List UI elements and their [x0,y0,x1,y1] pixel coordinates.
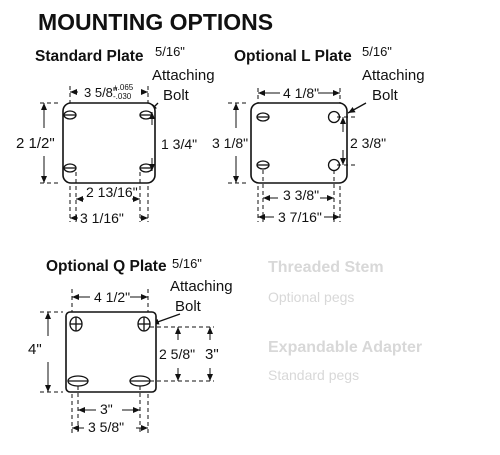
l-bolt-line1: Attaching [362,67,425,84]
faded-text-line: Optional pegs [268,289,354,305]
standard-plate-label: Standard Plate [35,48,144,65]
l-plate-label: Optional L Plate [234,48,352,65]
l-plate-outline [250,102,348,184]
standard-tol-minus: -.030 [113,92,132,101]
standard-right-dim: 1 3/4" [161,136,197,152]
faded-background-text: Threaded Stem Optional pegs Expandable A… [268,259,422,383]
standard-plate-diagram: Standard Plate 5/16" Attaching Bolt 3 5/… [16,44,215,226]
q-plate-outline [65,311,157,393]
q-bottom-outer-dim: 3 5/8" [88,419,124,435]
q-plate-label: Optional Q Plate [46,258,167,275]
l-top-dim: 4 1/8" [283,85,319,101]
standard-bottom-outer-dim: 3 1/16" [80,210,124,226]
standard-bottom-inner-dim: 2 13/16" [86,184,138,200]
l-bolt-size: 5/16" [362,44,392,59]
standard-top-dim: 3 5/8" [84,85,118,100]
q-bolt-line2: Bolt [175,298,202,315]
standard-plate-outline [62,102,156,184]
optional-l-plate-diagram: Optional L Plate 5/16" Attaching Bolt 4 … [212,44,425,225]
q-bolt-line1: Attaching [170,278,233,295]
l-right-dim: 2 3/8" [350,135,386,151]
faded-text-line: Threaded Stem [268,259,384,276]
q-inner-dim: 2 5/8" [159,346,195,362]
standard-bolt-size: 5/16" [155,44,185,59]
l-bolt-slot [256,160,270,170]
q-top-dim: 4 1/2" [94,289,130,305]
q-bolt-slot [69,316,83,332]
faded-text-line: Standard pegs [268,367,359,383]
l-left-dim: 3 1/8" [212,135,248,151]
q-bolt-size: 5/16" [172,256,202,271]
q-left-dim: 4" [28,341,42,358]
standard-bolt-slot [63,110,77,120]
q-bolt-slot [137,316,151,332]
q-bottom-inner-dim: 3" [100,401,113,417]
l-bolt-slot [256,112,270,122]
optional-q-plate-diagram: Optional Q Plate 5/16" Attaching Bolt 4 … [28,256,233,435]
l-bottom-inner-dim: 3 3/8" [283,187,319,203]
standard-bolt-slot [63,163,77,173]
standard-left-dim: 2 1/2" [16,135,55,152]
standard-tol-plus: +.065 [113,83,134,92]
l-bottom-outer-dim: 3 7/16" [278,209,322,225]
l-bolt-line2: Bolt [372,87,399,104]
faded-text-line: Expandable Adapter [268,339,422,356]
standard-bolt-line1: Attaching [152,67,215,84]
standard-bolt-line2: Bolt [163,87,190,104]
page-title: MOUNTING OPTIONS [38,9,273,35]
q-right-dim: 3" [205,346,219,363]
